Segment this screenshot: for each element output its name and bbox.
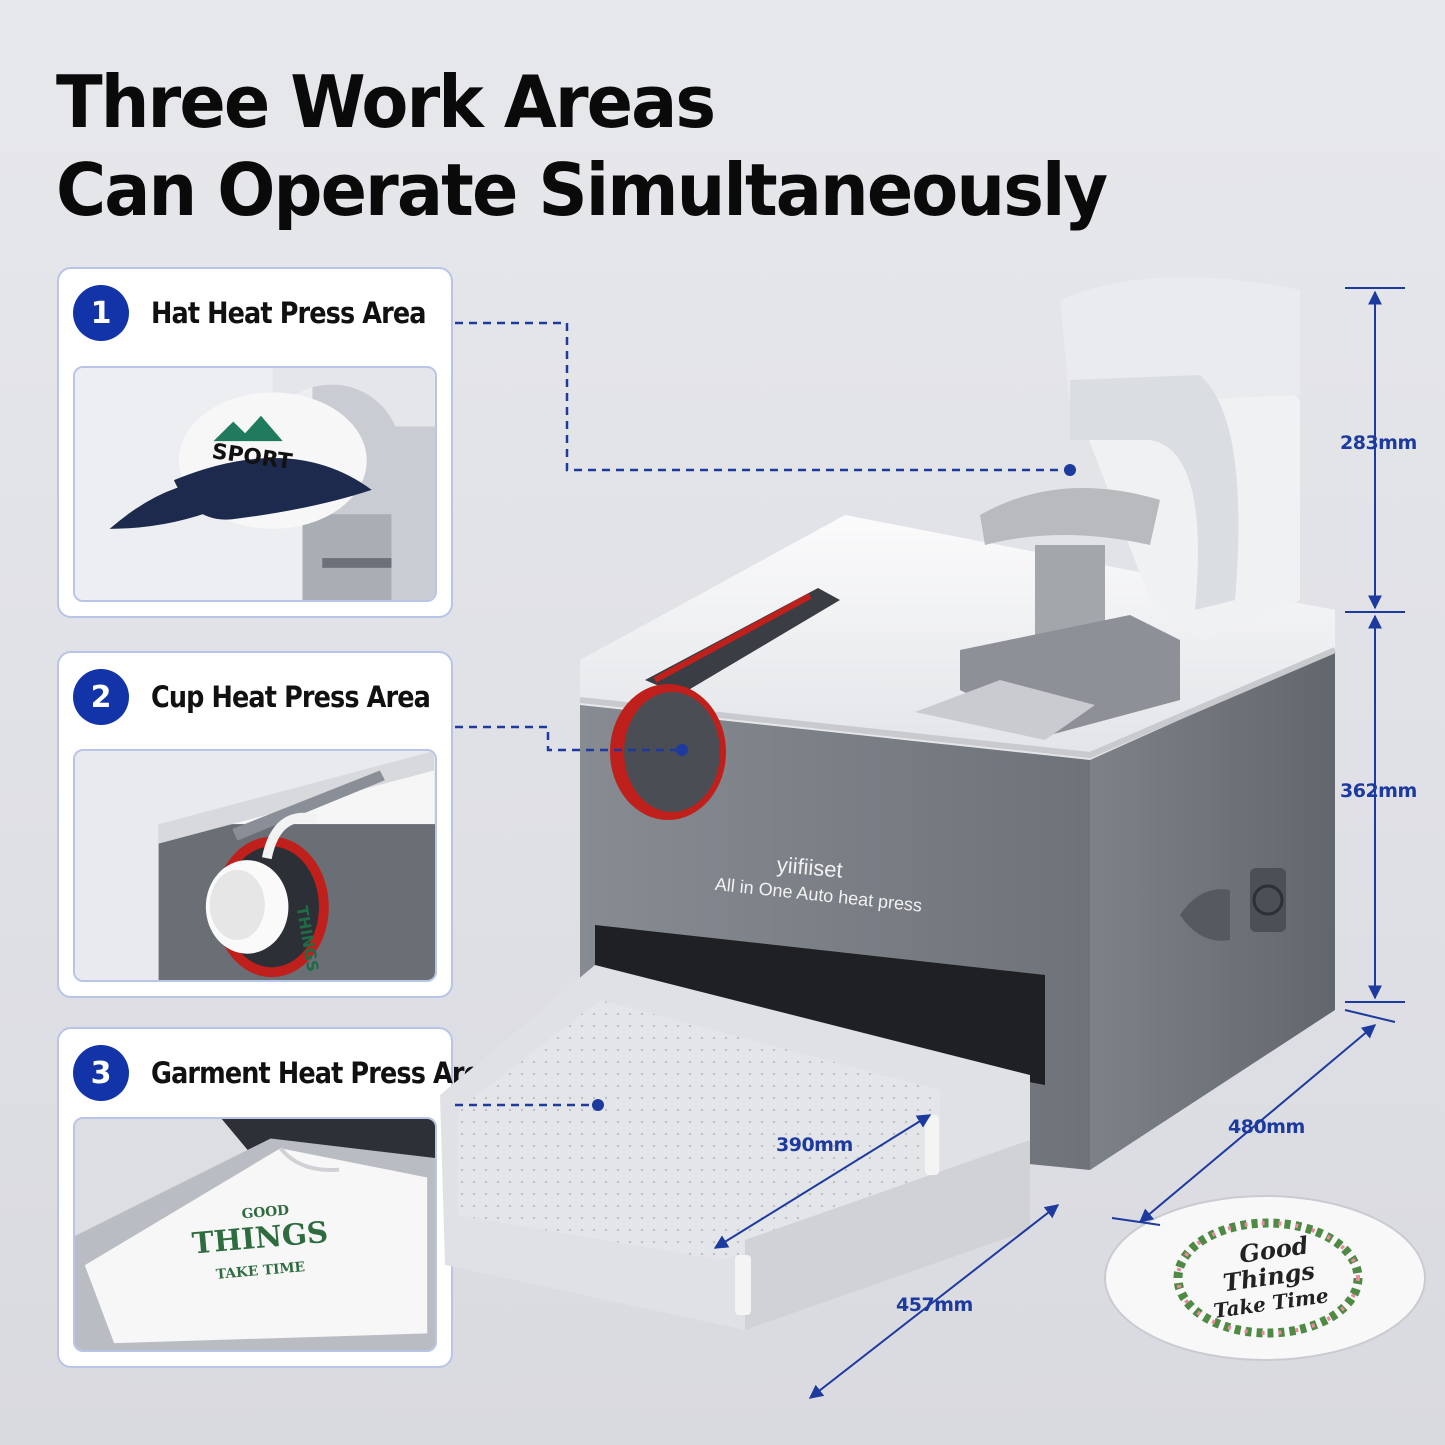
- leader-line-cup: [455, 725, 680, 752]
- area-title: Garment Heat Press Area: [151, 1056, 497, 1090]
- dimension-tray-depth: 457mm: [896, 1294, 973, 1316]
- leader-lines: [455, 321, 1068, 1107]
- svg-text:GOOD: GOOD: [241, 1202, 290, 1222]
- area-card-header: 1 Hat Heat Press Area: [73, 283, 463, 343]
- hat-platen: [980, 488, 1160, 545]
- area-card-garment: 3 Garment Heat Press Area GOOD THINGS TA…: [57, 1027, 497, 1368]
- dimension-upper-height: 283mm: [1340, 432, 1417, 454]
- dimension-lines: [713, 287, 1405, 1399]
- hat-logo-icon: SPORT: [210, 415, 294, 475]
- dimension-arrow-icon: [713, 1114, 932, 1249]
- headline-line-2: Can Operate Simultaneously: [56, 148, 1108, 232]
- area-number-badge: 3: [73, 1045, 129, 1101]
- dimension-arrow-icon: [1138, 1024, 1377, 1223]
- area-title: Cup Heat Press Area: [151, 680, 431, 714]
- cup-press-photo: THINGS: [73, 749, 437, 982]
- area-card-header: 3 Garment Heat Press Area: [73, 1043, 543, 1103]
- dimension-body-height: 362mm: [1340, 780, 1417, 802]
- headline-line-1: Three Work Areas: [56, 60, 716, 144]
- area-card-hat: 1 Hat Heat Press Area SPORT: [57, 267, 453, 618]
- dimension-arrow-icon: [808, 1204, 1060, 1399]
- area-number-badge: 2: [73, 669, 129, 725]
- area-number-badge: 1: [73, 285, 129, 341]
- garment-press-photo: GOOD THINGS TAKE TIME: [73, 1117, 437, 1352]
- hat-press-photo: SPORT: [73, 366, 437, 602]
- svg-text:TAKE TIME: TAKE TIME: [215, 1259, 305, 1283]
- area-card-header: 2 Cup Heat Press Area: [73, 667, 468, 727]
- leader-line-dot-icon: [676, 744, 688, 756]
- leader-line-dot-icon: [592, 1099, 604, 1111]
- leader-line-dot-icon: [1064, 464, 1076, 476]
- side-handle: [1180, 889, 1230, 941]
- hat-press-head: [1060, 277, 1300, 405]
- fan-vent-icon: [1250, 868, 1286, 932]
- area-title: Hat Heat Press Area: [151, 296, 427, 330]
- area-card-cup: 2 Cup Heat Press Area THINGS: [57, 651, 453, 998]
- dimension-tray-width: 390mm: [776, 1134, 853, 1156]
- headline: Three Work Areas Can Operate Simultaneou…: [56, 58, 1108, 234]
- dimension-depth: 480mm: [1228, 1116, 1305, 1138]
- control-panel: [915, 680, 1095, 740]
- drawer-opening: [595, 925, 1045, 1085]
- leader-line-hat: [455, 321, 1068, 472]
